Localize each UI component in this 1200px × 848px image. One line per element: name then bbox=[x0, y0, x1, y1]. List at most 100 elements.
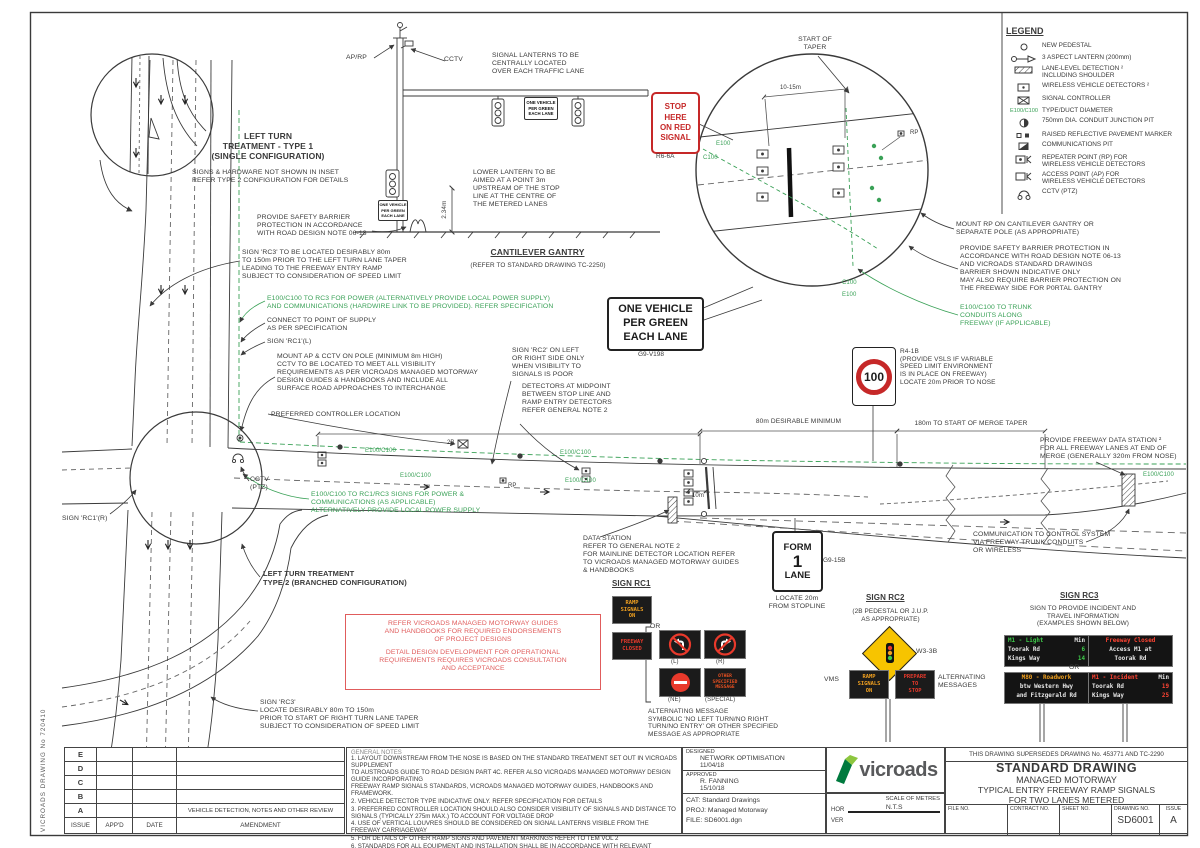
designed-date: 11/04/18 bbox=[700, 762, 725, 769]
legend-label: REPEATER POINT (RP) FOR WIRELESS VEHICLE… bbox=[1042, 153, 1146, 168]
rp-label-plan: RP bbox=[508, 483, 517, 489]
legend-item: WIRELESS VEHICLE DETECTORS ² bbox=[1006, 82, 1186, 92]
wireless-detector-icon bbox=[1006, 82, 1042, 92]
sign-rc1-title: SIGN RC1 bbox=[612, 579, 651, 588]
issue-cell: A bbox=[65, 804, 97, 819]
safety-barrier-right-note: PROVIDE SAFETY BARRIER PROTECTION IN ACC… bbox=[960, 245, 1122, 293]
form-lane-code: G9-15B bbox=[823, 557, 846, 564]
rc2-vms-label: VMS bbox=[824, 676, 840, 683]
signal-lanterns-note: SIGNAL LANTERNS TO BE CENTRALLY LOCATED … bbox=[492, 52, 585, 76]
legend-item: 750mm DIA. CONDUIT JUNCTION PIT bbox=[1006, 117, 1186, 128]
contract-no-label: CONTRACT NO. bbox=[1008, 805, 1060, 836]
rrpm-icon bbox=[1006, 131, 1042, 139]
stop-sign-line: HERE bbox=[664, 112, 687, 122]
rc2-alternating-label: ALTERNATING MESSAGES bbox=[938, 674, 986, 690]
vms-text: Toorak Rd bbox=[1092, 684, 1124, 691]
amendment-cell bbox=[177, 762, 344, 777]
notice-paragraph-1: REFER VICROADS MANAGED MOTORWAY GUIDES A… bbox=[384, 620, 562, 644]
date-cell bbox=[133, 748, 177, 763]
e100-label: E100 bbox=[716, 141, 731, 147]
cctv-ptz-label: CCTV (PTZ) bbox=[250, 476, 269, 492]
authoring-block: DESIGNED NETWORK OPTIMISATION 11/04/18 A… bbox=[682, 747, 826, 834]
amendment-header: AMENDMENT bbox=[240, 822, 281, 830]
pedestal-icon bbox=[1006, 42, 1042, 51]
vms-text: btw Western Hwy bbox=[1019, 684, 1074, 691]
junction-pit-icon bbox=[1006, 117, 1042, 128]
cantilever-gantry-subtitle: (REFER TO STANDARD DRAWING TC-2250) bbox=[470, 262, 606, 269]
project-design-notice-box: REFER VICROADS MANAGED MOTORWAY GUIDES A… bbox=[345, 614, 601, 690]
rc1-left-label: (L) bbox=[671, 659, 679, 665]
rc1-ne-label: (NE) bbox=[668, 697, 681, 703]
data-station-note: DATA STATION REFER TO GENERAL NOTE 2 FOR… bbox=[583, 535, 739, 575]
rc3-freeway-closed-panel: Freeway Closed Access M1 at Toorak Rd bbox=[1088, 635, 1173, 667]
legend-item: REPEATER POINT (RP) FOR WIRELESS VEHICLE… bbox=[1006, 154, 1186, 169]
duct-type-symbol: E100/C100 bbox=[1010, 108, 1038, 115]
legend-item: LANE-LEVEL DETECTION ² INCLUDING SHOULDE… bbox=[1006, 65, 1186, 80]
left-turn-type1-title: LEFT TURN TREATMENT - TYPE 1 (SINGLE CON… bbox=[211, 131, 325, 162]
form-1-lane-sign: FORM 1 LANE bbox=[772, 531, 823, 592]
access-point-icon bbox=[1006, 171, 1042, 181]
dimension-10m: 10m bbox=[692, 493, 704, 499]
speed-limit-value: 100 bbox=[863, 369, 885, 384]
title-line1: TYPICAL ENTRY FREEWAY RAMP SIGNALS bbox=[977, 785, 1156, 795]
rp-label-detail: RP bbox=[910, 130, 919, 136]
notice-paragraph-2: DETAIL DESIGN DEVELOPMENT FOR OPERATIONA… bbox=[379, 649, 567, 673]
legend-label: RAISED REFLECTIVE PAVEMENT MARKER bbox=[1042, 130, 1172, 138]
pole-plate-sign: ONE VEHICLE PER GREEN EACH LANE bbox=[378, 200, 408, 221]
title-line2: FOR TWO LANES METERED bbox=[1008, 795, 1125, 805]
rc3-left-note: SIGN 'RC3' TO BE LOCATED DESIRABLY 80m T… bbox=[242, 249, 407, 281]
appd-cell bbox=[97, 762, 133, 777]
legend-label: WIRELESS VEHICLE DETECTORS ² bbox=[1042, 82, 1150, 90]
legend-label: SIGNAL CONTROLLER bbox=[1042, 94, 1111, 102]
sign-rc3-subtitle: SIGN TO PROVIDE INCIDENT AND TRAVEL INFO… bbox=[1029, 605, 1137, 628]
dimension-180m: 180m TO START OF MERGE TAPER bbox=[914, 420, 1028, 427]
detectors-midpoint-note: DETECTORS AT MIDPOINT BETWEEN STOP LINE … bbox=[522, 383, 612, 415]
sign-rc1-l-label: SIGN 'RC1'(L) bbox=[267, 338, 312, 345]
form-lane-line: LANE bbox=[784, 570, 811, 581]
rc1-right-label: (R) bbox=[716, 659, 725, 665]
legend-label: CCTV (PTZ) bbox=[1042, 188, 1078, 196]
vms-text: Kings Way bbox=[1092, 693, 1124, 700]
legend-item: SIGNAL CONTROLLER bbox=[1006, 95, 1186, 105]
rc1-vms-freeway-closed: FREEWAY CLOSED bbox=[612, 632, 652, 660]
stop-here-on-red-sign: STOP HERE ON RED SIGNAL bbox=[651, 92, 700, 154]
sign-rc2-subtitle: (2B PEDESTAL OR J.U.P. AS APPROPRIATE) bbox=[852, 608, 929, 623]
title-sub: MANAGED MOTORWAY bbox=[1016, 775, 1117, 785]
form-lane-line: FORM bbox=[783, 542, 812, 553]
legend-label: COMMUNICATIONS PIT bbox=[1042, 141, 1113, 149]
vms-text: M1 - Light bbox=[1008, 637, 1044, 644]
rc3-or-label: OR bbox=[1069, 664, 1080, 671]
legend-item: E100/C100 TYPE/DUCT DIAMETER bbox=[1006, 107, 1186, 114]
legend-item: CCTV (PTZ) bbox=[1006, 188, 1186, 201]
vms-text: 6 bbox=[1081, 647, 1085, 654]
file-value: FILE: SD6001.dgn bbox=[686, 816, 742, 824]
cctv-label: CCTV bbox=[444, 56, 463, 63]
appd-cell bbox=[97, 776, 133, 791]
rc2-code: W3-3B bbox=[916, 648, 938, 655]
designed-label: DESIGNED bbox=[686, 749, 715, 755]
duct-label: E100/C100 bbox=[400, 473, 431, 479]
rc3-right-note: SIGN 'RC3' LOCATE DESIRABLY 80m TO 150m … bbox=[260, 699, 420, 731]
supersedes-note: THIS DRAWING SUPERSEDES DRAWING No. 4537… bbox=[946, 748, 1187, 762]
no-left-turn-icon bbox=[668, 633, 692, 656]
cctv-icon bbox=[1006, 188, 1042, 201]
date-cell bbox=[133, 804, 177, 819]
sign-rc2-visibility-note: SIGN 'RC2' ON LEFT OR RIGHT SIDE ONLY WH… bbox=[512, 347, 585, 379]
type1-note: SIGNS & HARDWARE NOT SHOWN IN INSET REFE… bbox=[192, 169, 349, 185]
repeater-point-icon bbox=[1006, 154, 1042, 164]
vms-text: Toorak Rd bbox=[1114, 656, 1147, 663]
vms-text: M80 - Roadwork bbox=[1021, 674, 1072, 681]
date-cell bbox=[133, 762, 177, 777]
stop-sign-line: STOP bbox=[664, 102, 687, 112]
connect-supply-note: CONNECT TO POINT OF SUPPLY AS PER SPECIF… bbox=[267, 317, 377, 333]
general-note: 5. FOR DETAILS OF OTHER RAMP SIGNS AND P… bbox=[351, 835, 619, 843]
vms-text: Toorak Rd bbox=[1008, 647, 1040, 654]
vms-text: Min bbox=[1074, 637, 1085, 644]
vms-text: Min bbox=[1158, 674, 1169, 681]
amendment-cell: VEHICLE DETECTION, NOTES AND OTHER REVIE… bbox=[177, 804, 344, 819]
stop-sign-line: SIGNAL bbox=[660, 133, 691, 143]
stop-sign-code: R6-6A bbox=[656, 153, 675, 160]
